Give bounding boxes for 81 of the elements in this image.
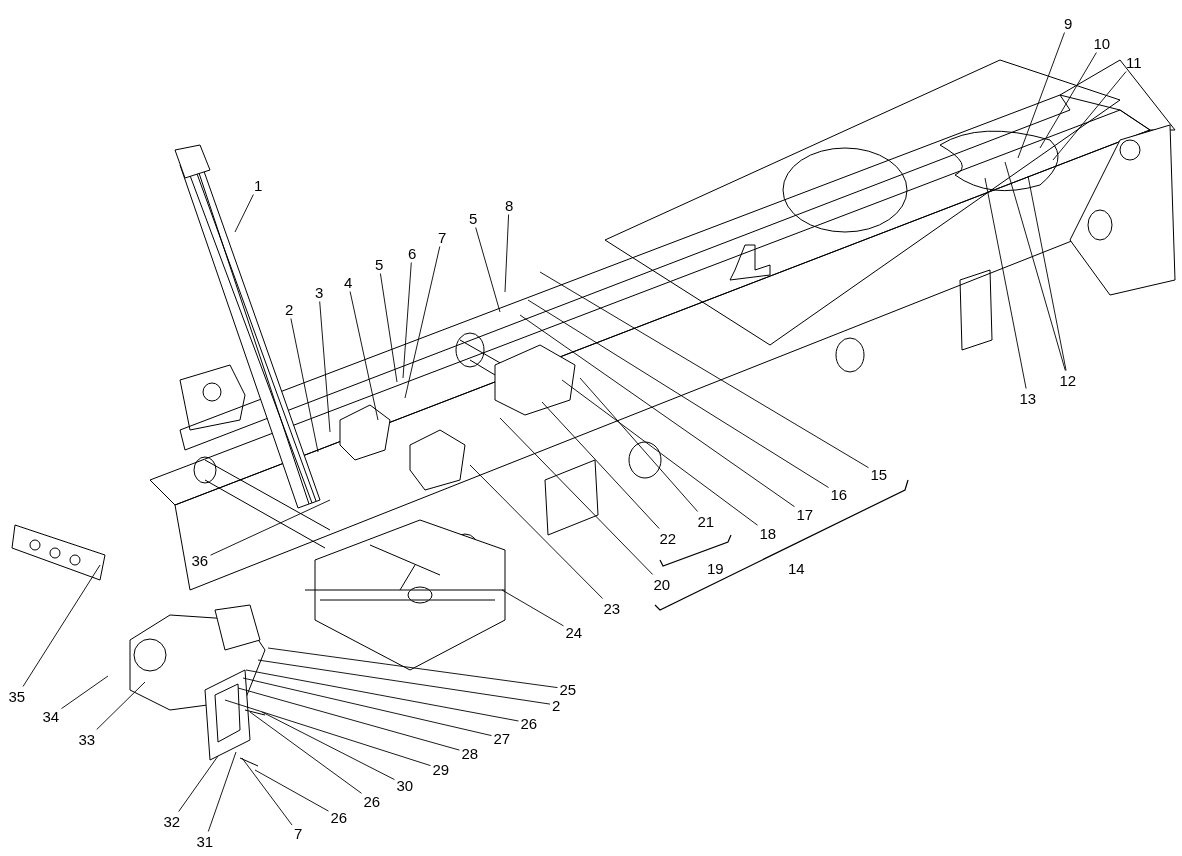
callout-number: 7 xyxy=(437,228,448,246)
callout-number: 6 xyxy=(407,244,418,262)
callout-number: 7 xyxy=(293,824,304,842)
leader-line xyxy=(242,677,492,737)
callout-number: 1 xyxy=(253,176,264,194)
leader-line xyxy=(22,564,101,687)
leader-line xyxy=(241,757,293,826)
callout-number: 3 xyxy=(314,283,325,301)
callout-number: 11 xyxy=(1125,53,1143,71)
leader-line xyxy=(349,291,379,421)
leader-line xyxy=(261,711,395,781)
leader-line xyxy=(245,669,519,722)
callout-number: 21 xyxy=(696,512,716,530)
leader-line xyxy=(1004,161,1066,371)
leader-line xyxy=(237,687,460,751)
callout-number: 28 xyxy=(460,744,480,762)
callout-number: 5 xyxy=(374,255,385,273)
leader-line xyxy=(519,314,795,508)
leader-line xyxy=(404,246,441,399)
leader-line xyxy=(469,464,604,599)
leader-line xyxy=(984,177,1027,389)
callout-number: 23 xyxy=(602,599,622,617)
callout-number: 26 xyxy=(362,792,382,810)
leader-line xyxy=(234,194,254,233)
leader-line xyxy=(475,227,501,313)
leader-line xyxy=(499,417,654,575)
callout-number: 15 xyxy=(869,465,889,483)
callout-number: 10 xyxy=(1092,34,1112,52)
callout-number: 2 xyxy=(551,696,562,714)
leader-line xyxy=(1039,52,1097,149)
leader-line xyxy=(1052,71,1127,161)
callout-number: 25 xyxy=(558,680,578,698)
leader-line xyxy=(539,271,869,469)
callout-number: 9 xyxy=(1063,14,1074,32)
callout-number: 29 xyxy=(431,760,451,778)
leader-line xyxy=(254,769,329,812)
callout-number: 33 xyxy=(77,730,97,748)
leader-line xyxy=(207,751,237,832)
callout-number: 20 xyxy=(652,575,672,593)
leader-line xyxy=(267,647,558,689)
callout-number: 34 xyxy=(41,707,61,725)
callout-number: 24 xyxy=(564,623,584,641)
leader-line xyxy=(402,262,412,379)
callout-number: 32 xyxy=(162,812,182,830)
leader-line xyxy=(527,299,829,488)
leader-line xyxy=(319,301,331,433)
callout-number: 36 xyxy=(190,551,210,569)
leader-line xyxy=(541,401,660,529)
bracket-label: 19 xyxy=(706,560,725,577)
leader-line xyxy=(61,675,109,710)
leader-line xyxy=(96,681,146,730)
callout-number: 16 xyxy=(829,485,849,503)
callout-number: 26 xyxy=(519,714,539,732)
leader-line xyxy=(210,499,331,556)
leader-line xyxy=(379,273,398,383)
callout-number: 17 xyxy=(795,505,815,523)
leader-line xyxy=(1027,175,1067,371)
leader-line xyxy=(290,318,319,453)
callout-number: 26 xyxy=(329,808,349,826)
leader-line xyxy=(504,214,510,293)
leader-line xyxy=(257,659,551,705)
callout-number: 4 xyxy=(343,273,354,291)
leader-line xyxy=(501,589,564,627)
leader-line xyxy=(579,377,699,512)
callout-number: 31 xyxy=(195,832,215,850)
leader-line xyxy=(178,755,219,812)
leader-line xyxy=(249,711,362,794)
callout-number: 30 xyxy=(395,776,415,794)
callout-number: 22 xyxy=(658,529,678,547)
callout-number: 13 xyxy=(1018,389,1038,407)
callout-number: 18 xyxy=(758,524,778,542)
leader-line xyxy=(224,699,431,767)
callout-number: 27 xyxy=(492,729,512,747)
bracket-label: 14 xyxy=(787,560,806,577)
callout-number: 35 xyxy=(7,687,27,705)
leader-line xyxy=(1017,32,1065,159)
callout-number: 8 xyxy=(504,196,515,214)
callout-number: 12 xyxy=(1058,371,1078,389)
callout-number: 2 xyxy=(284,300,295,318)
leader-line xyxy=(561,379,758,526)
callout-number: 5 xyxy=(468,209,479,227)
